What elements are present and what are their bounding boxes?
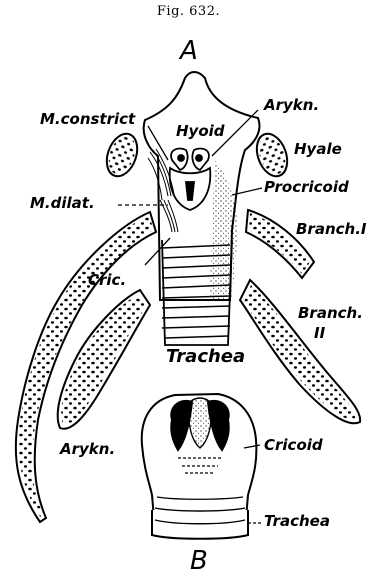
label-m-dilat: M.dilat. (30, 196, 95, 211)
label-trachea-b: Trachea (264, 514, 330, 529)
label-cric: Cric. (88, 273, 126, 288)
panel-b-drawing (142, 394, 262, 539)
label-trachea-a: Trachea (166, 348, 245, 366)
label-hyoid: Hyoid (176, 124, 225, 139)
label-branch-ii-line2: II (314, 326, 325, 341)
label-cricoid: Cricoid (264, 438, 323, 453)
label-arykn-a: Arykn. (264, 98, 319, 113)
label-arykn-b: Arykn. (60, 442, 115, 457)
label-hyale: Hyale (294, 142, 342, 157)
panel-letter-a: A (180, 36, 198, 66)
label-procricoid: Procricoid (264, 180, 349, 195)
panel-letter-b: B (190, 546, 208, 576)
label-branch-ii-line1: Branch. (298, 306, 363, 321)
label-branch-i: Branch.I (296, 222, 366, 237)
label-m-constrict: M.constrict (40, 112, 135, 127)
